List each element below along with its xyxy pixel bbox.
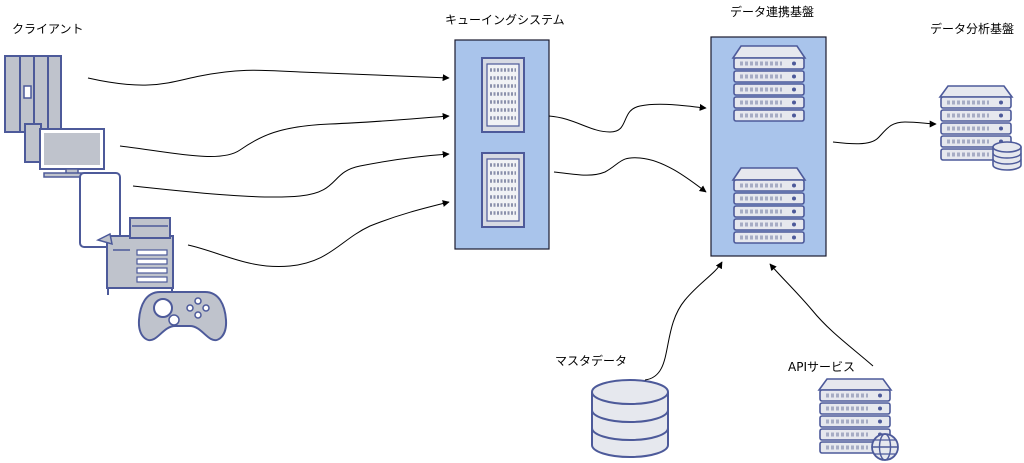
- printer-icon: [95, 217, 174, 295]
- connector-pc-to-queue: [119, 112, 450, 158]
- connectors: [87, 69, 937, 381]
- queue-server-icon: [481, 57, 525, 133]
- database-icon: [992, 141, 1022, 171]
- api-server-icon: [817, 378, 899, 461]
- integration-server-icon: [731, 45, 807, 123]
- integration-server-icon: [731, 167, 807, 245]
- server-rack-icon: [4, 55, 62, 133]
- integration-label: データ連携基盤: [730, 4, 814, 19]
- desktop-pc-icon: [24, 123, 105, 178]
- connector-integration-to-analytics: [832, 120, 937, 145]
- tablet-icon: [79, 172, 121, 248]
- connector-tablet-to-queue: [132, 150, 450, 198]
- analytics-label: データ分析基盤: [930, 21, 1014, 36]
- master-data-label: マスタデータ: [555, 353, 627, 368]
- integration-box: [710, 36, 827, 257]
- master-database-icon: [591, 379, 669, 458]
- connector-master-to-integration: [644, 261, 723, 381]
- connector-api-to-integration: [769, 263, 874, 367]
- connector-rack-to-queue: [87, 69, 450, 86]
- analytics-server-icon: [938, 85, 1022, 171]
- game-controller-icon: [137, 291, 228, 341]
- connector-printer-to-queue: [187, 200, 450, 268]
- globe-icon: [871, 433, 899, 461]
- queue-system-box: [454, 39, 550, 250]
- queue-server-icon: [481, 152, 525, 228]
- clients-label: クライアント: [12, 22, 84, 36]
- api-service-label: APIサービス: [788, 360, 855, 374]
- queue-label: キューイングシステム: [445, 13, 565, 27]
- connector-queue-to-integration-bottom: [553, 157, 707, 193]
- connector-queue-to-integration-top: [548, 103, 707, 133]
- clients-group: [4, 55, 228, 341]
